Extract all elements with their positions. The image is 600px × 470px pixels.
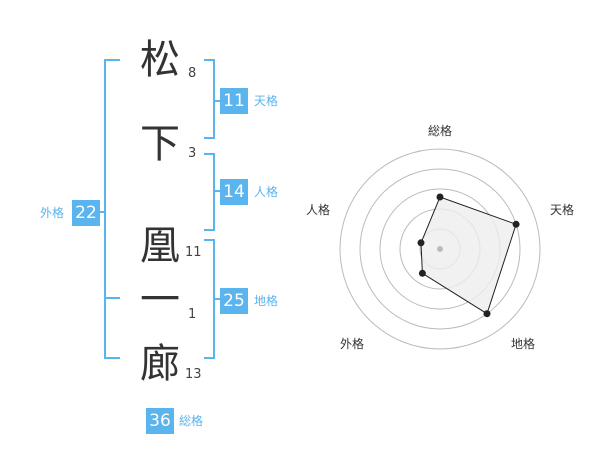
jinkaku-label: 人格 [254, 185, 279, 199]
name-char-2: 下 [140, 121, 180, 167]
radar-label-chikaku: 地格 [511, 337, 536, 351]
radar-ring-5 [339, 148, 541, 350]
gaikaku-label: 外格 [40, 206, 65, 220]
stroke-count-5: 13 [185, 367, 202, 382]
radar-label-soukaku: 総格 [428, 124, 453, 138]
tenkaku-label: 天格 [254, 94, 279, 108]
name-char-1: 松 [140, 37, 180, 83]
radar-point-2 [512, 220, 520, 228]
radar-label-gaikaku: 外格 [340, 337, 365, 351]
radar-polygon [420, 196, 517, 315]
radar-point-4 [418, 269, 426, 277]
soukaku-value: 36 [146, 408, 174, 434]
radar-point-3 [483, 310, 491, 318]
name-char-4: 一 [140, 277, 180, 323]
radar-point-1 [436, 193, 444, 201]
radar-center-dot [437, 246, 443, 252]
name-char-3: 凰 [140, 223, 180, 269]
tenkaku-value: 11 [220, 88, 248, 114]
radar-label-tenkaku: 天格 [550, 203, 575, 217]
chikaku-label: 地格 [254, 294, 279, 308]
tenkaku-bracket [204, 59, 215, 139]
name-char-5: 廊 [140, 341, 180, 387]
gaikaku-value: 22 [72, 200, 100, 226]
gaikaku-bracket [104, 59, 120, 359]
stroke-count-4: 1 [188, 307, 197, 322]
jinkaku-value: 14 [220, 179, 248, 205]
stroke-count-3: 11 [185, 245, 202, 260]
radar-point-5 [417, 239, 425, 247]
radar-ring-4 [359, 168, 521, 330]
radar-label-jinkaku: 人格 [306, 203, 331, 217]
soukaku-label: 総格 [179, 414, 204, 428]
chikaku-value: 25 [220, 288, 248, 314]
stroke-count-1: 8 [188, 66, 197, 81]
stroke-count-2: 3 [188, 146, 197, 161]
